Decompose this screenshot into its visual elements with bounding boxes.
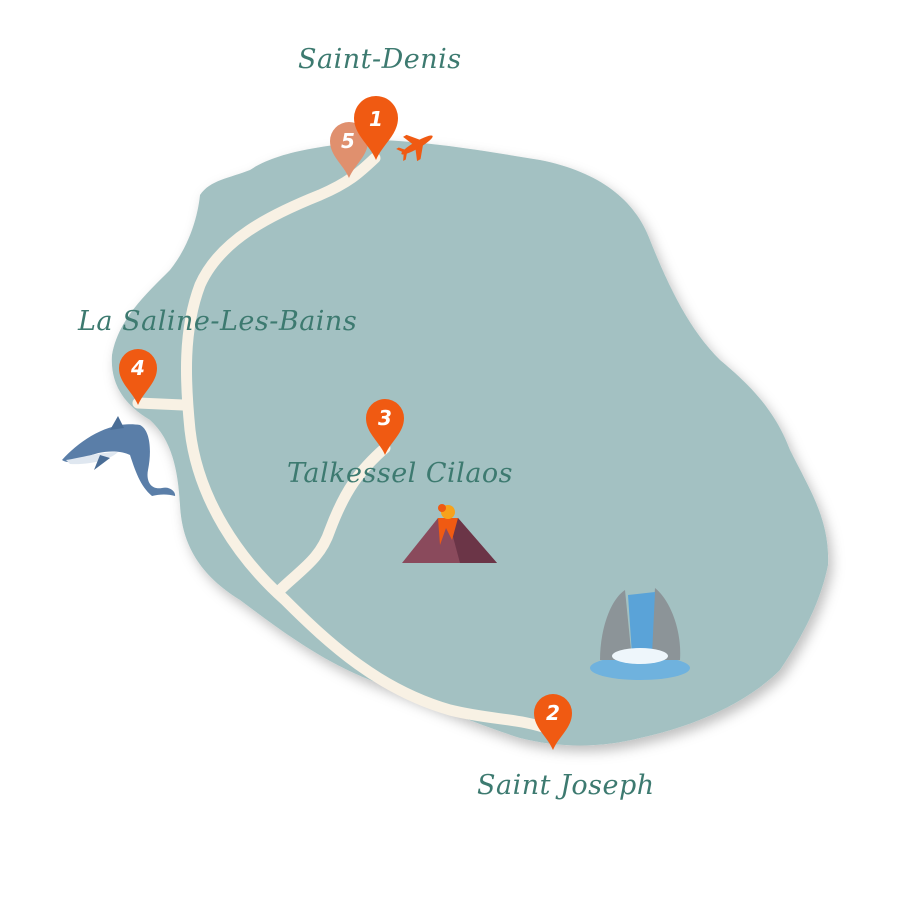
pin-number: 3 (378, 406, 392, 430)
pin-2[interactable]: 2 (534, 694, 572, 750)
pin-number: 2 (546, 701, 560, 725)
pin-3[interactable]: 3 (366, 399, 404, 455)
volcano-icon (402, 504, 497, 563)
road-to-la-saline (132, 397, 189, 411)
pin-number: 4 (130, 356, 145, 380)
label-la-saline-les-bains: La Saline-Les-Bains (78, 306, 358, 337)
dolphin-icon (62, 416, 176, 496)
main-road (180, 152, 558, 736)
island-shape (111, 140, 829, 746)
label-saint-joseph: Saint Joseph (477, 770, 655, 801)
label-saint-denis: Saint-Denis (298, 44, 462, 75)
pin-5[interactable]: 5 (330, 122, 368, 178)
waterfall-icon (590, 588, 690, 680)
pin-1[interactable]: 1 (354, 96, 398, 160)
pin-number: 1 (369, 107, 383, 131)
airplane-icon (396, 134, 433, 162)
route-roads (132, 152, 558, 736)
pin-number: 5 (341, 129, 355, 153)
pin-4[interactable]: 4 (119, 349, 157, 405)
label-talkessel-cilaos: Talkessel Cilaos (287, 458, 514, 489)
road-to-cilaos (272, 442, 391, 598)
